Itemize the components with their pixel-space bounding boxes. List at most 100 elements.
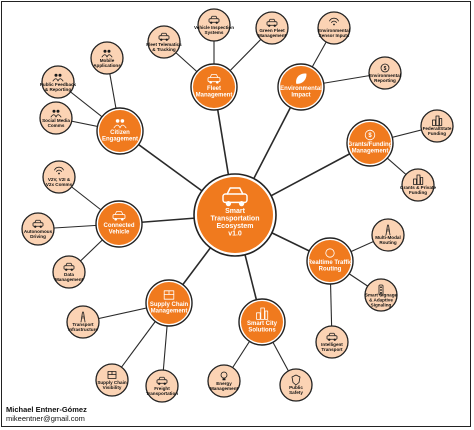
phone-icon [101, 49, 113, 58]
node-label-line: Connected [103, 223, 134, 229]
leaf-circle [207, 364, 241, 398]
feedback-icon [52, 73, 64, 82]
leaf-node-citizen-1: Public Feedback& Reporting [40, 65, 77, 99]
node-label-line: & Adaptive [369, 298, 393, 303]
node-label-line: Transport [72, 322, 94, 327]
node-label-line: & Reporting [45, 87, 71, 92]
traffic-light-icon [378, 284, 384, 296]
leaf-circle [147, 25, 181, 59]
node-label-line: V2V, V2I & [48, 177, 71, 182]
node-label-line: Management [210, 386, 239, 391]
leaf-circle [315, 325, 349, 359]
hub-circle [193, 66, 235, 108]
svg-text:$: $ [384, 66, 387, 72]
leaf-circle [371, 218, 405, 252]
factory-icon [413, 174, 424, 185]
leaf-icon [296, 73, 307, 84]
node-label-line: Impact [291, 92, 310, 98]
leaf-circle [420, 109, 454, 143]
node-label-line: Data [64, 272, 74, 277]
road-icon [80, 311, 86, 323]
node-label-line: Reporting [374, 78, 396, 83]
node-label-line: Environmental [318, 28, 350, 33]
money-hand-icon: $ [364, 129, 376, 141]
hub-circle [98, 203, 140, 245]
node-label-line: Supply Chain [97, 380, 127, 385]
node-label-line: Smart City [247, 321, 278, 327]
node-label-line: Social Media [42, 118, 70, 123]
author-name: Michael Entner-Gómez [6, 405, 87, 414]
leaf-node-fleet-1: Fleet Telematics& Tracking [146, 25, 182, 59]
node-label-line: Sensor Inputs [319, 33, 350, 38]
route-icon [385, 224, 391, 236]
node-label-line: Management [55, 277, 84, 282]
boxes-icon [107, 371, 117, 379]
leaf-circle [52, 255, 86, 289]
node-label-line: Supply Chain [150, 302, 189, 308]
node-label-line: Management [352, 148, 389, 154]
autonomous-car-icon [32, 219, 44, 228]
connected-car-icon [112, 211, 126, 221]
node-label-line: Applications [93, 63, 121, 68]
antenna-icon [54, 166, 64, 175]
node-label-line: Routing [379, 240, 397, 245]
node-label-line: Comms [48, 123, 65, 128]
node-label-line: Environmental [369, 73, 401, 78]
node-label-line: Vehicle [109, 229, 130, 235]
cloud-sensor-icon [329, 17, 339, 26]
node-label-line: Signaling [371, 303, 392, 308]
node-label-line: Public Feedback [40, 82, 77, 87]
hub-circle [349, 122, 391, 164]
node-label-line: Visibility [103, 385, 122, 390]
node-label-line: Management [258, 33, 287, 38]
node-label-line: Solutions [248, 327, 276, 333]
center-circle [197, 177, 273, 253]
node-label-line: Funding [428, 131, 446, 136]
car-connected-icon [326, 332, 338, 341]
leaf-circle [66, 305, 100, 339]
green-truck-icon [266, 18, 278, 27]
leaf-circle [42, 160, 76, 194]
leaf-node-connected-0: V2V, V2I &V2x Comms [42, 160, 76, 194]
node-label-line: Fleet Telematics [146, 42, 182, 47]
node-label-line: Systems [205, 30, 224, 35]
svg-text:$: $ [368, 133, 372, 139]
node-label-line: V2x Comms [46, 182, 73, 187]
laptop-car-icon [63, 262, 75, 271]
truck-check-icon [208, 15, 220, 24]
node-label-line: Grants & Private [400, 185, 436, 190]
leaf-circle [95, 363, 129, 397]
leaf-circle [197, 8, 231, 42]
co2-icon: $ [380, 63, 390, 73]
freight-truck-icon [156, 376, 168, 385]
node-label-line: Vehicle Inspection [194, 25, 234, 30]
leaf-circle [317, 11, 351, 45]
author-credit: Michael Entner-Gómez mikeentner@gmail.co… [6, 405, 87, 423]
node-label-line: Fleet [207, 86, 221, 92]
social-icon [50, 109, 62, 118]
node-label-line: Funding [409, 190, 427, 195]
node-label-line: Management [196, 92, 233, 98]
node-label-line: Energy [216, 381, 232, 386]
node-label-line: Engagement [102, 136, 138, 142]
hub-circle [280, 66, 322, 108]
node-label-line: Mobile [100, 58, 115, 63]
shield-hand-icon [291, 374, 301, 386]
node-label-line: v1.0 [228, 230, 242, 237]
